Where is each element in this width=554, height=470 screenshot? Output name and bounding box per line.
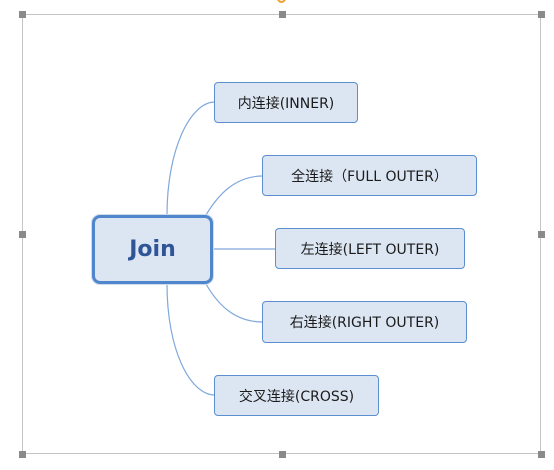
resize-handle-top-center[interactable]	[279, 11, 286, 18]
resize-handle-bottom-center[interactable]	[279, 451, 286, 458]
resize-handle-middle-left[interactable]	[19, 231, 26, 238]
root-node[interactable]: Join	[92, 215, 213, 284]
resize-handle-top-right[interactable]	[538, 11, 545, 18]
node-inner-join[interactable]: 内连接(INNER)	[214, 82, 358, 123]
node-right-outer-join-label: 右连接(RIGHT OUTER)	[289, 315, 440, 331]
node-left-outer-join-label: 左连接(LEFT OUTER)	[300, 241, 440, 258]
resize-handle-bottom-right[interactable]	[538, 451, 545, 458]
node-full-outer-join[interactable]: 全连接（FULL OUTER）	[262, 155, 477, 196]
node-right-outer-join[interactable]: 右连接(RIGHT OUTER)	[262, 301, 467, 343]
node-cross-join-label: 交叉连接(CROSS)	[238, 388, 355, 405]
connector-full-outer	[205, 175, 264, 216]
resize-handle-middle-right[interactable]	[538, 231, 545, 238]
node-left-outer-join[interactable]: 左连接(LEFT OUTER)	[275, 228, 465, 269]
node-full-outer-join-label: 全连接（FULL OUTER）	[291, 168, 448, 185]
connector-inner	[166, 101, 216, 216]
connector-cross	[166, 283, 216, 396]
resize-handle-bottom-left[interactable]	[19, 451, 26, 458]
resize-handle-top-left[interactable]	[19, 11, 26, 18]
connector-right-outer	[205, 283, 264, 323]
node-cross-join[interactable]: 交叉连接(CROSS)	[214, 375, 379, 416]
root-node-label: Join	[129, 237, 176, 262]
node-inner-join-label: 内连接(INNER)	[237, 95, 335, 112]
